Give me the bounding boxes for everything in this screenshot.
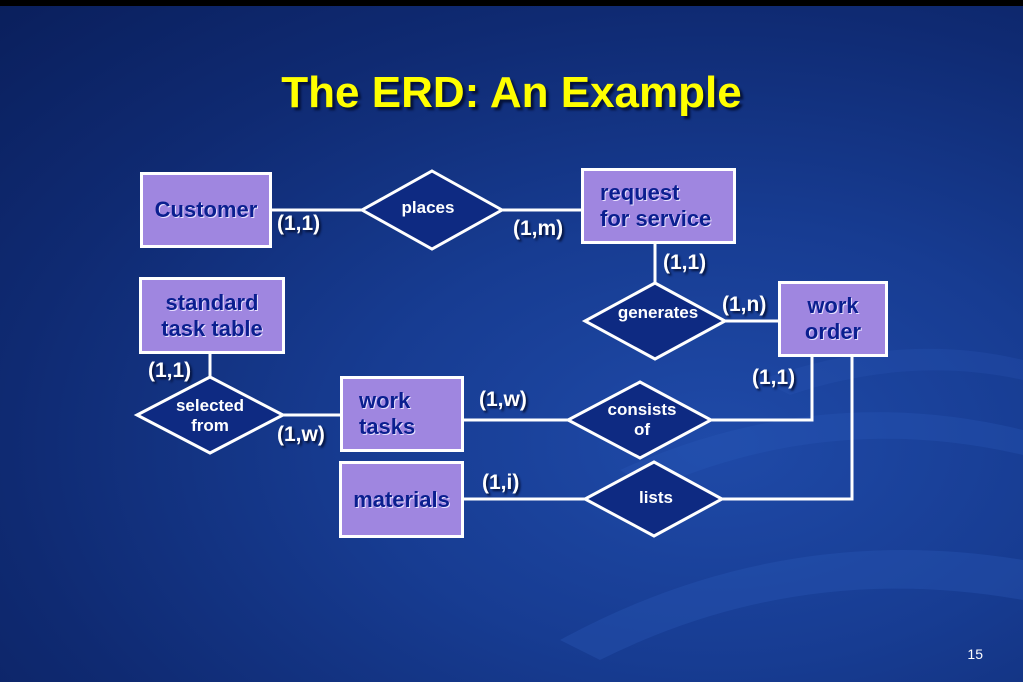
entity-customer: Customer (140, 172, 272, 248)
line-work-order-consists (711, 356, 814, 422)
cardinality-customer-places: (1,1) (277, 212, 321, 235)
page-title: The ERD: An Example (281, 68, 742, 117)
relationship-generates-label: generates (617, 303, 699, 322)
entity-materials: materials (339, 461, 464, 538)
relationship-selected-from (133, 375, 287, 455)
relationship-places-label: places (401, 198, 455, 217)
relationship-consists-of-label: consists of (607, 400, 677, 439)
cardinality-places-request: (1,m) (513, 217, 564, 240)
relationship-consists-of (564, 380, 715, 460)
cardinality-generates-work-order: (1,n) (722, 293, 767, 316)
cardinality-work-order-consists: (1,1) (752, 366, 796, 389)
entity-work-order: work order (778, 281, 888, 357)
cardinality-standard-selected: (1,1) (148, 359, 192, 382)
cardinality-selected-work-tasks: (1,w) (277, 423, 325, 446)
entity-work-tasks: work tasks (340, 376, 464, 452)
entity-customer-label: Customer (154, 197, 258, 222)
entity-standard-task-table: standard task table (139, 277, 285, 354)
relationship-places (358, 169, 506, 251)
cardinality-materials-lists: (1,i) (482, 471, 520, 494)
cardinality-request-generates: (1,1) (663, 251, 707, 274)
relationship-lists (581, 460, 726, 538)
entity-request-for-service: request for service (581, 168, 736, 244)
line-lists-work-order (722, 356, 854, 501)
relationship-generates (581, 281, 729, 361)
entity-work-tasks-label: work tasks (359, 388, 416, 439)
relationship-selected-from-label: selected from (175, 396, 245, 435)
cardinality-work-tasks-consists: (1,w) (479, 388, 527, 411)
entity-standard-task-table-label: standard task table (161, 289, 263, 341)
entity-request-for-service-label: request for service (600, 180, 712, 231)
page-number: 15 (967, 646, 983, 662)
entity-materials-label: materials (353, 486, 450, 512)
relationship-lists-label: lists (638, 488, 674, 507)
entity-work-order-label: work order (804, 293, 862, 344)
